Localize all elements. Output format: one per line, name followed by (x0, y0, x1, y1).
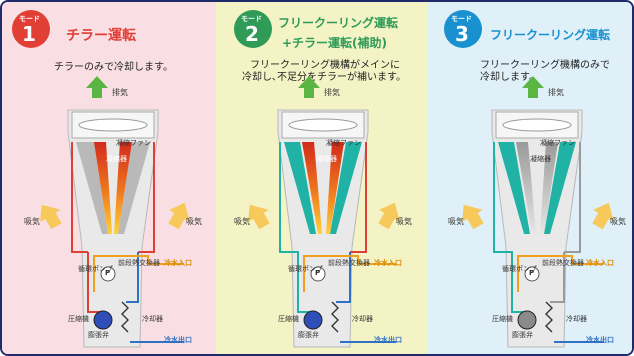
mode-2-pump: 循環ポンプ (288, 265, 323, 273)
mode-1-badge-label: モード (19, 15, 40, 23)
mode-2-intake-right: 吸気 (396, 217, 412, 226)
mode-2-number: 2 (245, 22, 259, 46)
mode-2-description-1: フリークーリング機構がメインに (250, 60, 400, 71)
fan-icon (288, 118, 358, 132)
intake-arrow-right (378, 202, 400, 230)
mode-3-precool: 前段熱交換器 (542, 259, 584, 267)
mode-2-water-in: 冷水入口 (374, 259, 402, 267)
mode-1-fan: 凝縮ファン (116, 139, 151, 147)
mode-3-exhaust: 排気 (548, 88, 564, 97)
mode-2-fan: 凝縮ファン (326, 139, 361, 147)
mode-2-exhaust: 排気 (324, 88, 340, 97)
mode-2-title-line1: フリークーリング運転 (278, 16, 399, 30)
exhaust-arrow (86, 76, 108, 98)
mode-1-evaporator: 冷却器 (142, 315, 163, 323)
mode-3-pump: 循環ポンプ (502, 265, 537, 273)
mode-2-precool: 前段熱交換器 (328, 259, 370, 267)
mode-2-badge (234, 10, 272, 48)
mode-1-compressor: 圧縮機 (68, 315, 89, 323)
mode-3-compressor: 圧縮機 (492, 315, 513, 323)
mode-2-water-out: 冷水出口 (374, 336, 402, 344)
mode-1-condenser: 凝縮器 (106, 155, 127, 163)
mode-2-description-2: 冷却し､不足分をチラーが補います。 (242, 72, 406, 83)
mode-1-schematic (40, 76, 190, 348)
mode-1-pump: 循環ポンプ (78, 265, 113, 273)
mode-1-intake-right: 吸気 (186, 217, 202, 226)
mode-1-number: 1 (22, 22, 36, 46)
fan-icon (78, 118, 148, 132)
mode-3-badge (444, 10, 482, 48)
mode-1-badge (12, 10, 50, 48)
mode-1-exhaust: 排気 (112, 88, 128, 97)
mode-2-intake-left: 吸気 (234, 217, 250, 226)
mode-2-evaporator: 冷却器 (352, 315, 373, 323)
mode-3-water-out: 冷水出口 (586, 336, 614, 344)
compressor-icon (517, 310, 537, 330)
mode-2-pump-symbol: P (315, 269, 321, 277)
mode-1-panel: モード 1 チラー運転 チラーのみで冷却します。 (2, 2, 216, 354)
mode-2-panel: モード 2 フリークーリング運転 +チラー運転(補助) フリークーリング機構がメ… (216, 2, 428, 354)
mode-3-description-2: 冷却します。 (480, 72, 539, 83)
intake-arrow-left (248, 204, 270, 230)
compressor-icon (303, 310, 323, 330)
compressor-icon (93, 310, 113, 330)
mode-1-description: チラーのみで冷却します。 (54, 62, 173, 73)
fan-icon (502, 118, 572, 132)
mode-1-expansion-valve: 膨張弁 (88, 331, 109, 339)
mode-3-description-1: フリークーリング機構のみで (480, 60, 610, 71)
mode-3-panel: モード 3 フリークーリング運転 フリークーリング機構のみで 冷却します。 (428, 2, 632, 354)
intake-arrow-right (168, 202, 190, 230)
exhaust-arrow (522, 76, 544, 98)
intake-arrow-left (462, 204, 484, 230)
mode-1-pump-symbol: P (105, 269, 111, 277)
mode-3-number: 3 (455, 22, 469, 46)
mode-1-intake-left: 吸気 (24, 217, 40, 226)
mode-3-title: フリークーリング運転 (490, 28, 611, 42)
mode-3-condenser: 凝縮器 (530, 155, 551, 163)
mode-3-intake-left: 吸気 (448, 217, 464, 226)
mode-3-expansion-valve: 膨張弁 (512, 331, 533, 339)
intake-arrow-left (40, 204, 62, 230)
mode-3-fan: 凝縮ファン (540, 139, 575, 147)
mode-1-precool: 前段熱交換器 (118, 259, 160, 267)
mode-2-expansion-valve: 膨張弁 (298, 331, 319, 339)
mode-2-compressor: 圧縮機 (278, 315, 299, 323)
exhaust-arrow (298, 76, 320, 98)
mode-3-water-in: 冷水入口 (586, 259, 614, 267)
mode-2-badge-label: モード (241, 15, 262, 23)
mode-2-schematic (248, 76, 400, 348)
mode-3-evaporator: 冷却器 (566, 315, 587, 323)
mode-3-schematic (462, 76, 614, 348)
mode-1-title: チラー運転 (66, 28, 136, 44)
mode-2-condenser: 凝縮器 (316, 155, 337, 163)
mode-2-title-line2: +チラー運転(補助) (282, 36, 388, 50)
mode-3-pump-symbol: P (529, 269, 535, 277)
mode-3-badge-label: モード (451, 15, 472, 23)
mode-3-intake-right: 吸気 (610, 217, 626, 226)
intake-arrow-right (592, 202, 614, 230)
mode-1-water-out: 冷水出口 (164, 336, 192, 344)
mode-1-water-in: 冷水入口 (164, 259, 192, 267)
